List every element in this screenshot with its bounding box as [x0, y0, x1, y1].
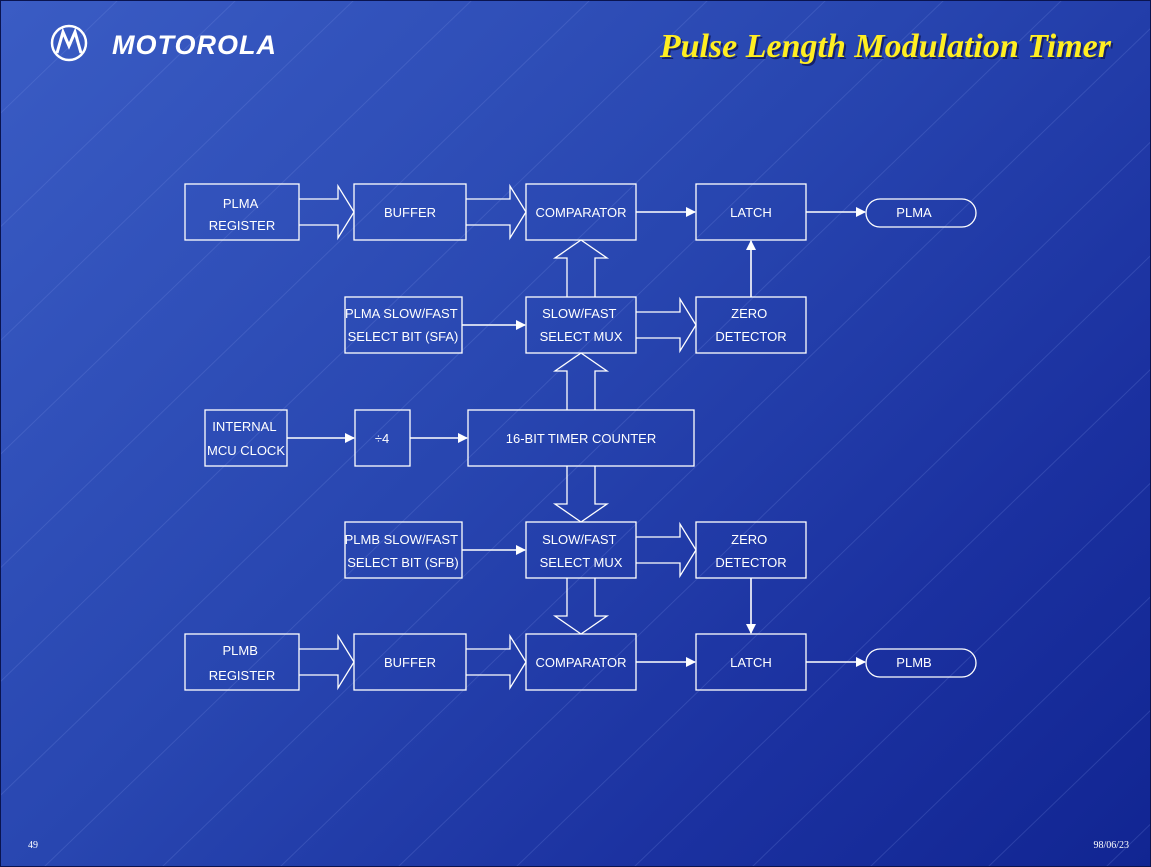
plma-select-bit-block: PLMA SLOW/FAST SELECT BIT (SFA) [344, 296, 463, 354]
divider-label: ÷4 [375, 431, 389, 446]
bus-counter-to-mux-b [552, 466, 610, 523]
texture-line [869, 595, 1151, 867]
plma-output-label: PLMA [896, 205, 932, 220]
latch-b-block: LATCH [695, 633, 807, 691]
bus-buffer-b-to-comparator-b [466, 633, 527, 691]
texture-line [633, 368, 1151, 867]
plma-output-terminal: PLMA [865, 198, 977, 228]
motorola-logo-icon [50, 24, 88, 62]
latch-b-label: LATCH [730, 655, 772, 670]
bus-register-b-to-buffer-b [299, 633, 355, 691]
buffer-a-label: BUFFER [384, 205, 436, 220]
timer-counter-label: 16-BIT TIMER COUNTER [506, 431, 656, 446]
texture-line [987, 709, 1151, 867]
comparator-b-label: COMPARATOR [535, 655, 626, 670]
plmb-output-terminal: PLMB [865, 648, 977, 678]
zero-detector-a-label: ZERO DETECTOR [715, 306, 786, 344]
plmb-select-bit-block: PLMB SLOW/FAST SELECT BIT (SFB) [344, 521, 463, 579]
comparator-a-label: COMPARATOR [535, 205, 626, 220]
comparator-b-block: COMPARATOR [525, 633, 637, 691]
bus-mux-a-to-zero-detector-a [636, 296, 697, 354]
texture-line [279, 27, 1151, 867]
texture-line [0, 0, 709, 683]
divider-block: ÷4 [354, 409, 411, 467]
buffer-b-label: BUFFER [384, 655, 436, 670]
brand-name: MOTOROLA [112, 30, 277, 60]
bus-mux-b-to-comparator-b [552, 578, 610, 635]
plmb-register-label: PLMB REGISTER [209, 643, 275, 683]
timer-counter-block: 16-BIT TIMER COUNTER [467, 409, 695, 467]
internal-clock-label: INTERNAL MCU CLOCK [207, 419, 285, 458]
bus-buffer-a-to-comparator-a [466, 183, 527, 241]
texture-line [751, 481, 1151, 867]
plmb-register-block: PLMB REGISTER [184, 633, 300, 691]
buffer-a-block: BUFFER [353, 183, 467, 241]
plma-register-block: PLMA REGISTER [184, 183, 300, 241]
texture-line [515, 254, 1151, 867]
texture-line [0, 0, 591, 570]
texture-line [161, 0, 1063, 867]
comparator-a-block: COMPARATOR [525, 183, 637, 241]
plmb-select-bit-label: PLMB SLOW/FAST SELECT BIT (SFB) [345, 532, 462, 570]
page-number: 49 [28, 840, 38, 851]
buffer-b-block: BUFFER [353, 633, 467, 691]
bus-mux-b-to-zero-detector-b [636, 521, 697, 579]
plmb-output-label: PLMB [896, 655, 931, 670]
texture-line [0, 0, 237, 229]
zero-detector-b-label: ZERO DETECTOR [715, 532, 786, 570]
bus-mux-a-to-comparator-a [552, 239, 610, 297]
zero-detector-a-block: ZERO DETECTOR [695, 296, 807, 354]
texture-line [0, 0, 827, 797]
plma-select-bit-label: PLMA SLOW/FAST SELECT BIT (SFA) [345, 306, 461, 344]
page-title: Pulse Length Modulation Timer [659, 28, 1111, 65]
bus-register-a-to-buffer-a [299, 183, 355, 241]
texture-line [0, 0, 355, 342]
select-mux-a-block: SLOW/FAST SELECT MUX [525, 296, 637, 354]
plma-register-label: PLMA REGISTER [209, 196, 275, 233]
select-mux-b-block: SLOW/FAST SELECT MUX [525, 521, 637, 579]
internal-clock-block: INTERNAL MCU CLOCK [204, 409, 288, 467]
texture-line [397, 140, 1151, 867]
texture-line [0, 0, 473, 456]
bus-counter-to-mux-a [552, 352, 610, 410]
slide-date: 98/06/23 [1093, 840, 1129, 851]
texture-line [43, 0, 945, 867]
latch-a-block: LATCH [695, 183, 807, 241]
zero-detector-b-block: ZERO DETECTOR [695, 521, 807, 579]
latch-a-label: LATCH [730, 205, 772, 220]
select-mux-b-label: SLOW/FAST SELECT MUX [540, 532, 623, 570]
select-mux-a-label: SLOW/FAST SELECT MUX [540, 306, 623, 344]
